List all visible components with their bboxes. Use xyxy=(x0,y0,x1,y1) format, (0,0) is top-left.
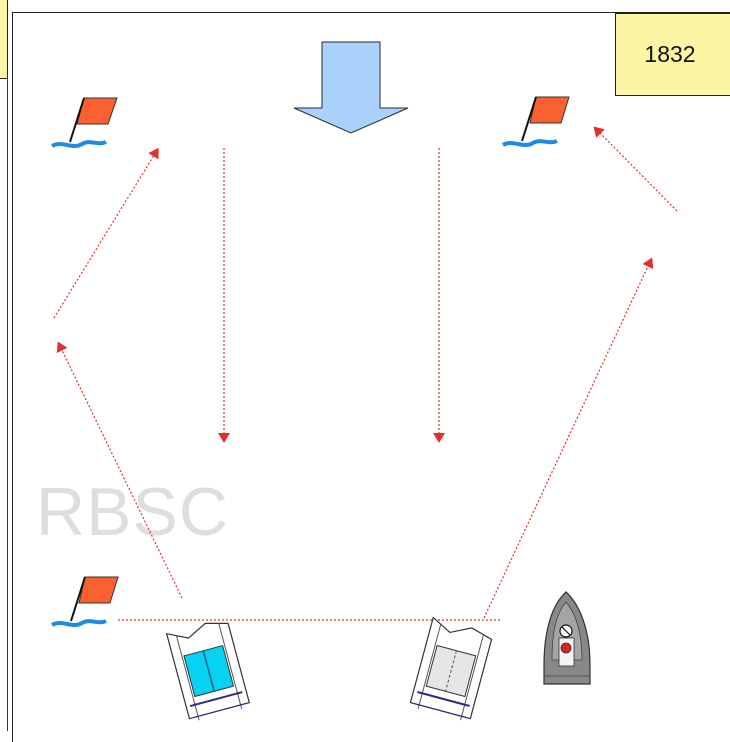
wind-arrow-icon xyxy=(293,41,409,134)
committee-boat-icon xyxy=(543,591,591,685)
adjacent-panel-edge xyxy=(0,0,8,79)
course-leg-beat-right-upper xyxy=(593,126,678,212)
diagram-number-badge: 1832 xyxy=(615,13,730,96)
course-leg-beat-left-upper xyxy=(53,147,159,319)
mark-flag-icon xyxy=(50,97,118,148)
diagram-number: 1832 xyxy=(644,41,696,67)
course-leg-beat-right-lower xyxy=(483,257,654,619)
diagram-frame xyxy=(12,12,730,742)
catamaran-icon xyxy=(409,616,493,721)
mark-flag-icon xyxy=(501,96,570,147)
course-leg-beat-left-lower xyxy=(56,341,183,599)
watermark: RBSC xyxy=(36,474,229,550)
catamaran-icon xyxy=(165,622,251,721)
adjacent-panel-rule xyxy=(7,79,8,731)
mark-flag-icon xyxy=(50,576,119,627)
